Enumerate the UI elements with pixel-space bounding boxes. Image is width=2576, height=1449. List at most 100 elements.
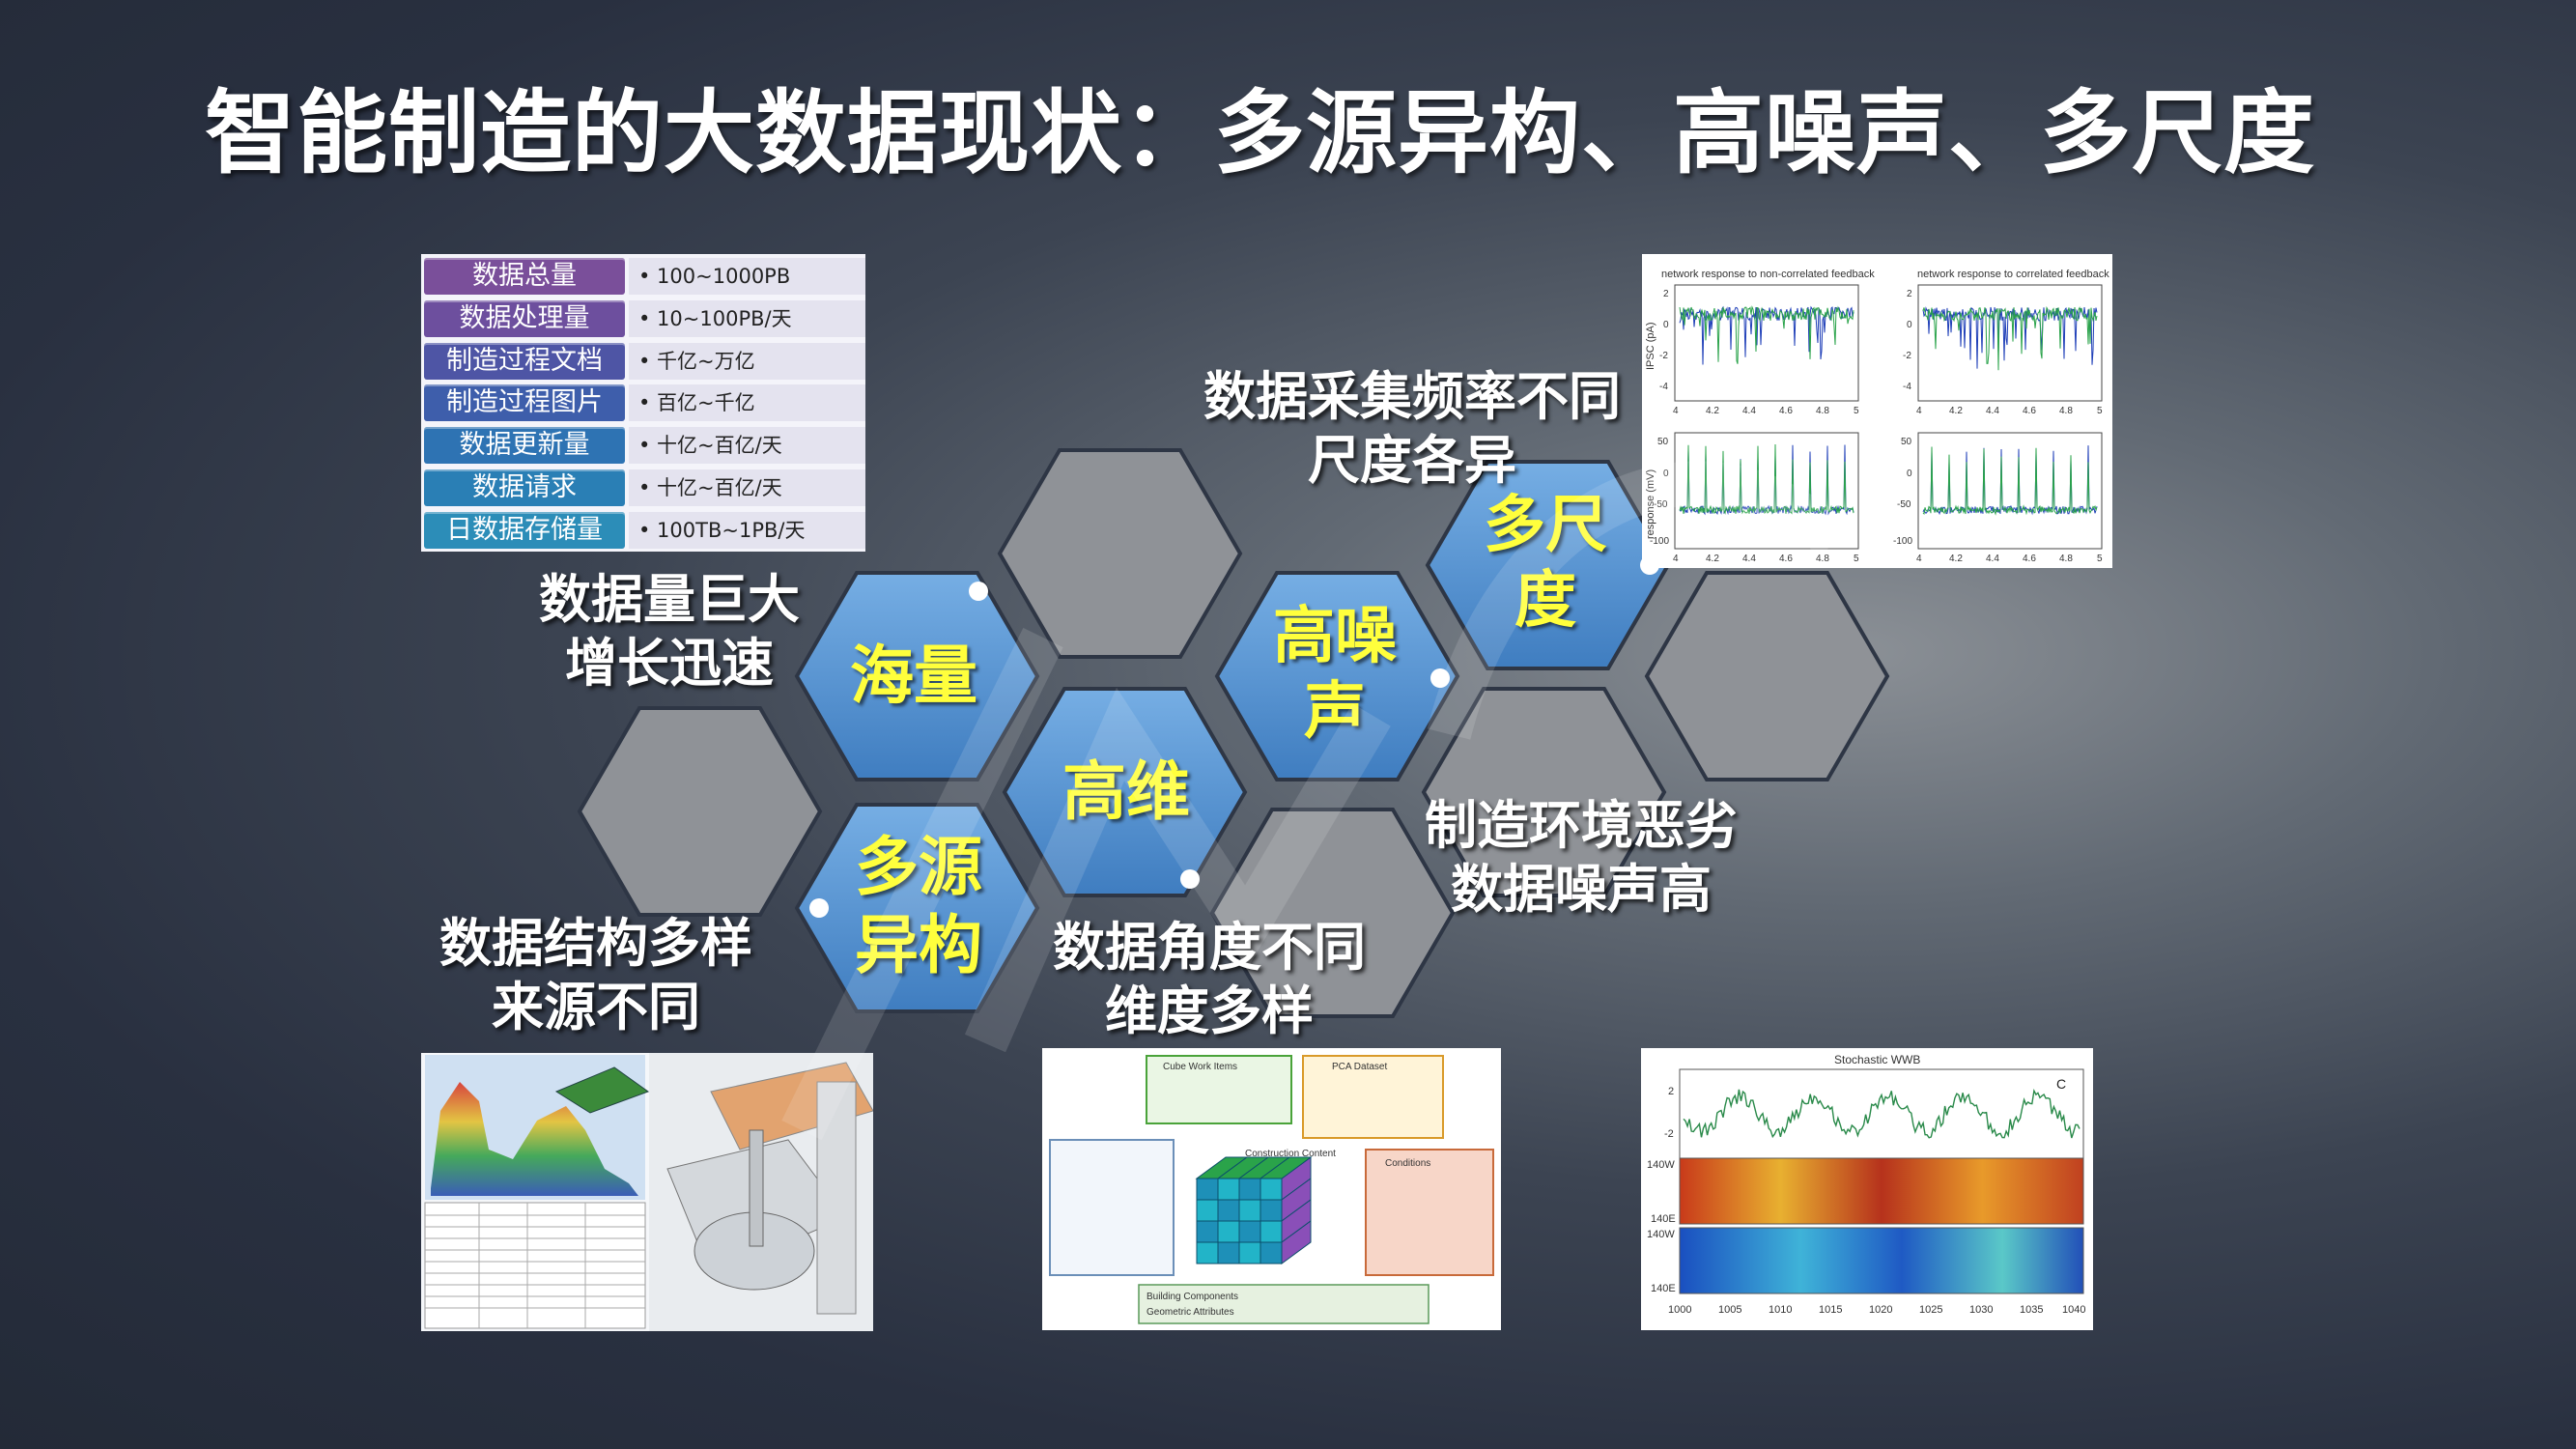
table-row-label: 日数据存储量 bbox=[424, 512, 625, 549]
caption-frequency: 数据采集频率不同 尺度各异 bbox=[1203, 365, 1621, 493]
hex-label-multi-source: 多源 异构 bbox=[855, 829, 982, 984]
hex-noise bbox=[1214, 571, 1460, 781]
y-label: -2 bbox=[1664, 1128, 1674, 1140]
hex-label-noise: 高噪 声 bbox=[1273, 599, 1397, 750]
caption-line: 数据采集频率不同 bbox=[1203, 366, 1621, 427]
cube-cell bbox=[1259, 1156, 1313, 1179]
data-volume-table: 数据总量 • 100~1000PB 数据处理量 • 10~100PB/天 制造过… bbox=[421, 254, 865, 552]
hex-dot bbox=[1180, 869, 1200, 889]
table-row: 日数据存储量 • 100TB~1PB/天 bbox=[421, 510, 865, 549]
y-label: 140E bbox=[1651, 1283, 1676, 1294]
tick-label: 0 bbox=[1663, 469, 1669, 479]
surface-and-equipment-image bbox=[424, 1053, 873, 1331]
tick-label: 4.2 bbox=[1706, 554, 1719, 564]
hex-dot bbox=[809, 898, 829, 918]
caption-line: 数据噪声高 bbox=[1451, 858, 1712, 920]
caption-environment: 制造环境恶劣 数据噪声高 bbox=[1425, 794, 1738, 922]
table-row-label: 制造过程图片 bbox=[424, 384, 625, 421]
tick-label: 4.8 bbox=[2059, 554, 2073, 564]
wavelet-title: Stochastic WWB bbox=[1834, 1053, 1920, 1066]
tick-label: 4.6 bbox=[2023, 406, 2036, 416]
tick-label: -4 bbox=[1659, 382, 1668, 392]
signal-trace bbox=[1679, 305, 1854, 364]
y-label: 2 bbox=[1668, 1086, 1674, 1097]
x-tick: 1040 bbox=[2062, 1304, 2085, 1316]
signal-trace bbox=[1679, 305, 1854, 365]
tick-label: 50 bbox=[1901, 437, 1912, 447]
table-row: 数据总量 • 100~1000PB bbox=[421, 256, 865, 295]
plot-ylabel-bottom: response (mV) bbox=[1645, 469, 1656, 539]
cube-diagram-figure: Cube Work Items PCA Dataset Construction… bbox=[1042, 1048, 1501, 1330]
wavelet-plot: Stochastic WWB C 2 -2 140W 140E 140W 140… bbox=[1647, 1053, 2085, 1316]
signal-trace bbox=[1922, 446, 2098, 516]
hex-label-multi-source-line2: 异构 bbox=[855, 907, 982, 982]
tick-label: 4 bbox=[1916, 406, 1922, 416]
cube-cell bbox=[1196, 1241, 1219, 1264]
x-tick: 1035 bbox=[2020, 1304, 2043, 1316]
x-tick: 1015 bbox=[1819, 1304, 1842, 1316]
wavelet-figure: Stochastic WWB C 2 -2 140W 140E 140W 140… bbox=[1641, 1048, 2093, 1330]
hex-gray-right bbox=[1644, 571, 1890, 781]
caption-line: 数据结构多样 bbox=[439, 913, 752, 974]
caption-line: 尺度各异 bbox=[1308, 429, 1516, 491]
hex-multi-source bbox=[794, 803, 1040, 1013]
table-row: 数据请求 • 十亿~百亿/天 bbox=[421, 468, 865, 506]
tick-label: 4.6 bbox=[1779, 406, 1793, 416]
table-row-value: • 十亿~百亿/天 bbox=[629, 469, 865, 506]
plot-ylabel-top: IPSC (pA) bbox=[1645, 322, 1656, 370]
tick-label: 4 bbox=[1916, 554, 1922, 564]
cube-cell bbox=[1281, 1220, 1312, 1264]
cube-box-label: Construction Content bbox=[1245, 1149, 1336, 1159]
wavelet-trace bbox=[1683, 1088, 2081, 1139]
tick-label: 4.8 bbox=[1816, 406, 1829, 416]
cube-cell bbox=[1217, 1241, 1240, 1264]
y-label: 140W bbox=[1647, 1229, 1675, 1240]
cube-cell bbox=[1238, 1178, 1261, 1201]
tick-label: 5 bbox=[2097, 554, 2103, 564]
tick-label: 2 bbox=[1663, 289, 1669, 299]
cube-cell bbox=[1260, 1178, 1283, 1201]
table-row-value: • 千亿~万亿 bbox=[629, 343, 865, 380]
caption-line: 制造环境恶劣 bbox=[1425, 795, 1738, 856]
hex-label-high-dim: 高维 bbox=[1062, 754, 1190, 829]
hex-label-multi-scale-line1: 多尺 bbox=[1484, 490, 1607, 561]
cube-cell bbox=[1217, 1220, 1240, 1243]
manufacturing-data-figure bbox=[421, 1053, 873, 1331]
plot-title-right: network response to correlated feedback bbox=[1917, 269, 2109, 280]
cube-diagram: Cube Work Items PCA Dataset Construction… bbox=[1049, 1055, 1494, 1324]
page-title: 智能制造的大数据现状：多源异构、高噪声、多尺度 bbox=[205, 81, 2316, 186]
x-tick: 1020 bbox=[1869, 1304, 1892, 1316]
cube-cell bbox=[1260, 1220, 1283, 1243]
tick-label: 4.4 bbox=[1742, 406, 1756, 416]
table-row-label: 数据更新量 bbox=[424, 427, 625, 464]
tick-label: 2 bbox=[1907, 289, 1912, 299]
tick-label: -100 bbox=[1650, 536, 1669, 547]
tick-label: 4.6 bbox=[1779, 554, 1793, 564]
table-row-value: • 10~100PB/天 bbox=[629, 300, 865, 337]
data-cube bbox=[1195, 1156, 1313, 1264]
cube-box-label: Geometric Attributes bbox=[1146, 1307, 1234, 1318]
signal-trace bbox=[1922, 305, 2098, 371]
tick-label: 0 bbox=[1907, 320, 1912, 330]
cube-box-label: Conditions bbox=[1385, 1158, 1430, 1169]
table-row: 制造过程文档 • 千亿~万亿 bbox=[421, 341, 865, 380]
cube-cell bbox=[1196, 1178, 1219, 1201]
table-row: 制造过程图片 • 百亿~千亿 bbox=[421, 383, 865, 421]
x-tick: 1030 bbox=[1969, 1304, 1993, 1316]
cube-cell bbox=[1238, 1220, 1261, 1243]
signal-trace bbox=[1922, 306, 2098, 369]
x-tick: 1025 bbox=[1919, 1304, 1942, 1316]
table-row-label: 数据处理量 bbox=[424, 300, 625, 337]
hex-label-multi-source-line1: 多源 bbox=[855, 830, 982, 904]
signal-response-plot: network response to non-correlated feedb… bbox=[1645, 269, 2109, 564]
series-tag: C bbox=[2056, 1076, 2066, 1092]
signal-trace bbox=[1922, 445, 2098, 516]
cube-cell bbox=[1260, 1199, 1283, 1222]
cube-box-label: PCA Dataset bbox=[1332, 1062, 1387, 1072]
hex-label-massive: 海量 bbox=[850, 639, 977, 713]
tick-label: 5 bbox=[2097, 406, 2103, 416]
cube-cell bbox=[1238, 1241, 1261, 1264]
hex-gray-right-mid bbox=[1421, 687, 1667, 897]
x-tick: 1000 bbox=[1668, 1304, 1691, 1316]
